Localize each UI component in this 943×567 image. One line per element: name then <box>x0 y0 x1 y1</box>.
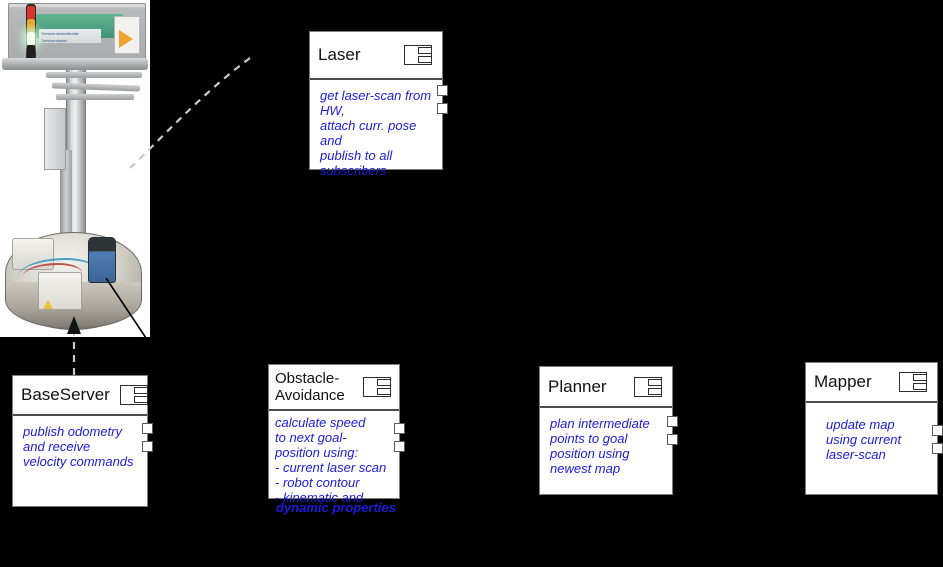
component-laser-port-1[interactable] <box>437 85 448 96</box>
component-laser-body: get laser-scan from HW, attach curr. pos… <box>310 80 442 178</box>
component-obstacle-avoidance-body: calculate speed to next goal- position u… <box>269 411 399 505</box>
tray-poster <box>114 16 140 54</box>
component-laser[interactable]: Laser get laser-scan from HW, attach cur… <box>309 31 448 178</box>
uml-component-icon <box>116 384 150 406</box>
robot-mast-lower <box>60 150 72 255</box>
robot-cable-blue <box>18 258 98 290</box>
component-obstacle-avoidance-header: Obstacle- Avoidance <box>269 365 399 411</box>
component-obstacle-avoidance[interactable]: Obstacle- Avoidance calculate speed to n… <box>268 364 405 505</box>
component-baseserver-port-2[interactable] <box>142 441 153 452</box>
signal-tower-light <box>26 4 36 60</box>
component-mapper-header: Mapper <box>806 363 937 403</box>
component-laser-description: get laser-scan from HW, attach curr. pos… <box>320 88 432 178</box>
component-mapper-title: Mapper <box>814 372 872 391</box>
component-planner-body: plan intermediate points to goal positio… <box>540 408 672 494</box>
uml-component-icon <box>359 376 393 398</box>
uml-component-icon <box>400 44 434 66</box>
robot-lift-arms <box>46 68 146 102</box>
component-laser-port-2[interactable] <box>437 103 448 114</box>
component-planner-header: Planner <box>540 367 672 408</box>
component-mapper[interactable]: Mapper update map using current laser-sc… <box>805 362 943 495</box>
uml-component-icon <box>895 371 929 393</box>
component-planner-port-1[interactable] <box>667 416 678 427</box>
component-laser-header: Laser <box>310 32 442 80</box>
component-baseserver-body: publish odometry and receive velocity co… <box>13 416 147 506</box>
component-obstacle-avoidance-title: Obstacle- Avoidance <box>275 370 345 404</box>
component-laser-title: Laser <box>318 45 361 64</box>
component-planner-port-2[interactable] <box>667 434 678 445</box>
robot-controller-box <box>44 108 66 170</box>
component-baseserver[interactable]: BaseServer publish odometry and receive … <box>12 375 153 507</box>
component-obstacle-avoidance-port-2[interactable] <box>394 441 405 452</box>
component-baseserver-header: BaseServer <box>13 376 150 416</box>
component-mapper-body: update map using current laser-scan <box>806 403 937 494</box>
component-obstacle-avoidance-description: calculate speed to next goal- position u… <box>275 415 387 505</box>
component-baseserver-port-1[interactable] <box>142 423 153 434</box>
component-planner-description: plan intermediate points to goal positio… <box>550 416 650 476</box>
robot-photograph: ServiceroboterMobile Serviceroboter <box>0 0 150 337</box>
warning-triangle-icon <box>43 300 53 309</box>
component-mapper-port-1[interactable] <box>932 425 943 436</box>
component-baseserver-title: BaseServer <box>21 385 110 404</box>
robot-laser-scanner <box>88 237 116 283</box>
component-obstacle-avoidance-overflow-text: dynamic properties <box>276 500 396 515</box>
component-baseserver-description: publish odometry and receive velocity co… <box>23 424 134 469</box>
component-obstacle-avoidance-port-1[interactable] <box>394 423 405 434</box>
component-planner-title: Planner <box>548 376 607 396</box>
robot-rail <box>2 58 148 70</box>
uml-component-icon <box>630 376 664 398</box>
component-mapper-port-2[interactable] <box>932 443 943 454</box>
component-mapper-description: update map using current laser-scan <box>826 417 902 462</box>
component-planner[interactable]: Planner plan intermediate points to goal… <box>539 366 678 495</box>
robot-cable-red <box>22 263 82 287</box>
tray-label: ServiceroboterMobile Serviceroboter <box>39 29 101 43</box>
